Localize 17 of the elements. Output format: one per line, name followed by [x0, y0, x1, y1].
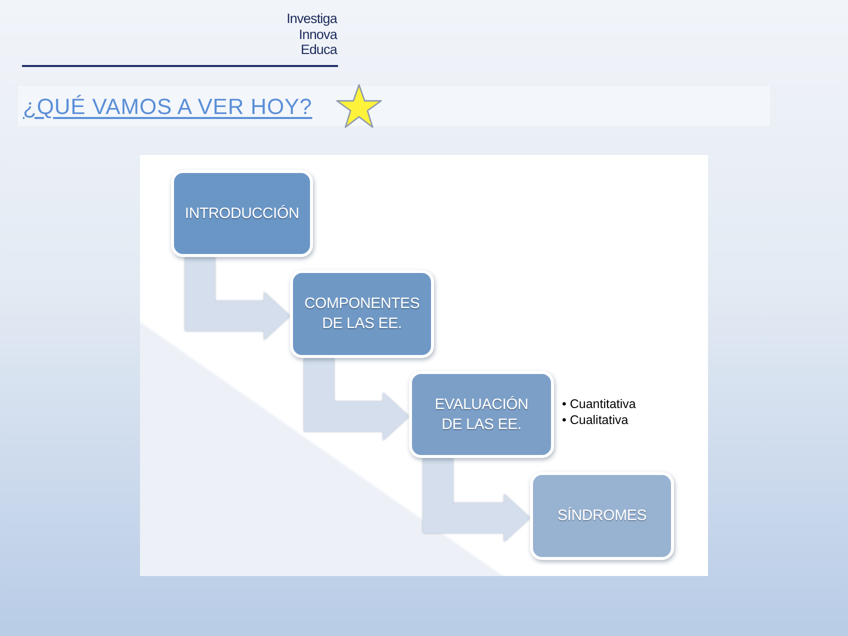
bent-arrow: [304, 358, 409, 440]
tagline-text: Investiga: [286, 11, 337, 26]
tagline-text: Educa: [300, 42, 337, 58]
box-label: INTRODUCCIÓN: [184, 204, 300, 224]
bullet-item: • Cualitativa: [562, 412, 630, 428]
process-box: [530, 472, 674, 560]
process-box: [409, 371, 554, 458]
box-label: EVALUACIÓN DE LAS EE.: [434, 394, 530, 434]
bullet-item: • Cuantitativa: [562, 396, 636, 412]
tagline-text: Innova: [298, 26, 337, 42]
bent-arrow: [423, 458, 530, 542]
bent-arrow: [185, 257, 290, 340]
process-box: [290, 270, 434, 358]
box-label: SÍNDROMES: [557, 506, 647, 526]
process-box: [171, 170, 313, 257]
box-label: COMPONENTES DE LAS EE.: [303, 294, 421, 334]
page-title: ¿QUÉ VAMOS A VER HOY?: [23, 94, 312, 118]
